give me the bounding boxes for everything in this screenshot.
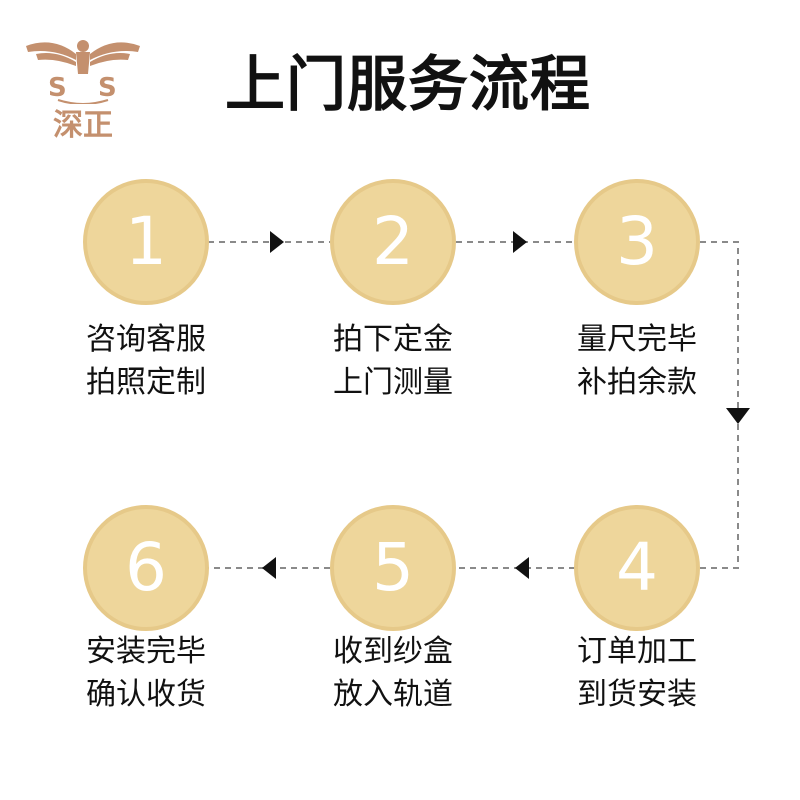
step-number-2: 2 [372,203,414,280]
step-label-6-line2: 确认收货 [86,677,206,712]
step-label-1-line2: 拍照定制 [86,365,206,400]
step-circle-5 [330,505,456,631]
step-label-4: 订单加工 到货安装 [542,630,732,716]
step-number-3: 3 [616,203,658,280]
step-circle-1 [83,179,209,305]
brand-name: 深正 [53,108,113,143]
step-label-1: 咨询客服 拍照定制 [51,318,241,404]
step-label-4-line1: 订单加工 [577,634,697,669]
svg-text:S: S [98,73,117,103]
step-number-5: 5 [372,529,414,606]
step-label-5-line1: 收到纱盒 [333,634,453,669]
step-label-2-line1: 拍下定金 [333,322,453,357]
arrow-right-icon [270,231,284,253]
step-label-5-line2: 放入轨道 [333,677,453,712]
step-label-2: 拍下定金 上门测量 [298,318,488,404]
step-circle-3 [574,179,700,305]
arrow-left-icon [262,557,276,579]
step-label-6: 安装完毕 确认收货 [51,630,241,716]
step-circle-2 [330,179,456,305]
page-title: 上门服务流程 [225,50,591,120]
step-number-4: 4 [616,529,658,606]
step-number-6: 6 [125,529,167,606]
step-label-6-line1: 安装完毕 [86,634,206,669]
step-label-3-line1: 量尺完毕 [577,322,697,357]
step-circle-4 [574,505,700,631]
step-label-2-line2: 上门测量 [333,365,453,400]
step-label-5: 收到纱盒 放入轨道 [298,630,488,716]
arrow-down-icon [726,408,750,424]
connector-3-4 [700,241,739,569]
step-label-3: 量尺完毕 补拍余款 [542,318,732,404]
step-label-4-line2: 到货安装 [577,677,697,712]
step-number-1: 1 [125,203,167,280]
arrow-left-icon [515,557,529,579]
step-circle-6 [83,505,209,631]
eagle-emblem-icon: S S [26,40,140,105]
svg-text:S: S [48,73,67,103]
step-circles [83,179,700,631]
step-label-1-line1: 咨询客服 [86,322,206,357]
arrow-right-icon [513,231,527,253]
brand-logo: S S 深正 [18,34,148,144]
step-label-3-line2: 补拍余款 [577,365,697,400]
